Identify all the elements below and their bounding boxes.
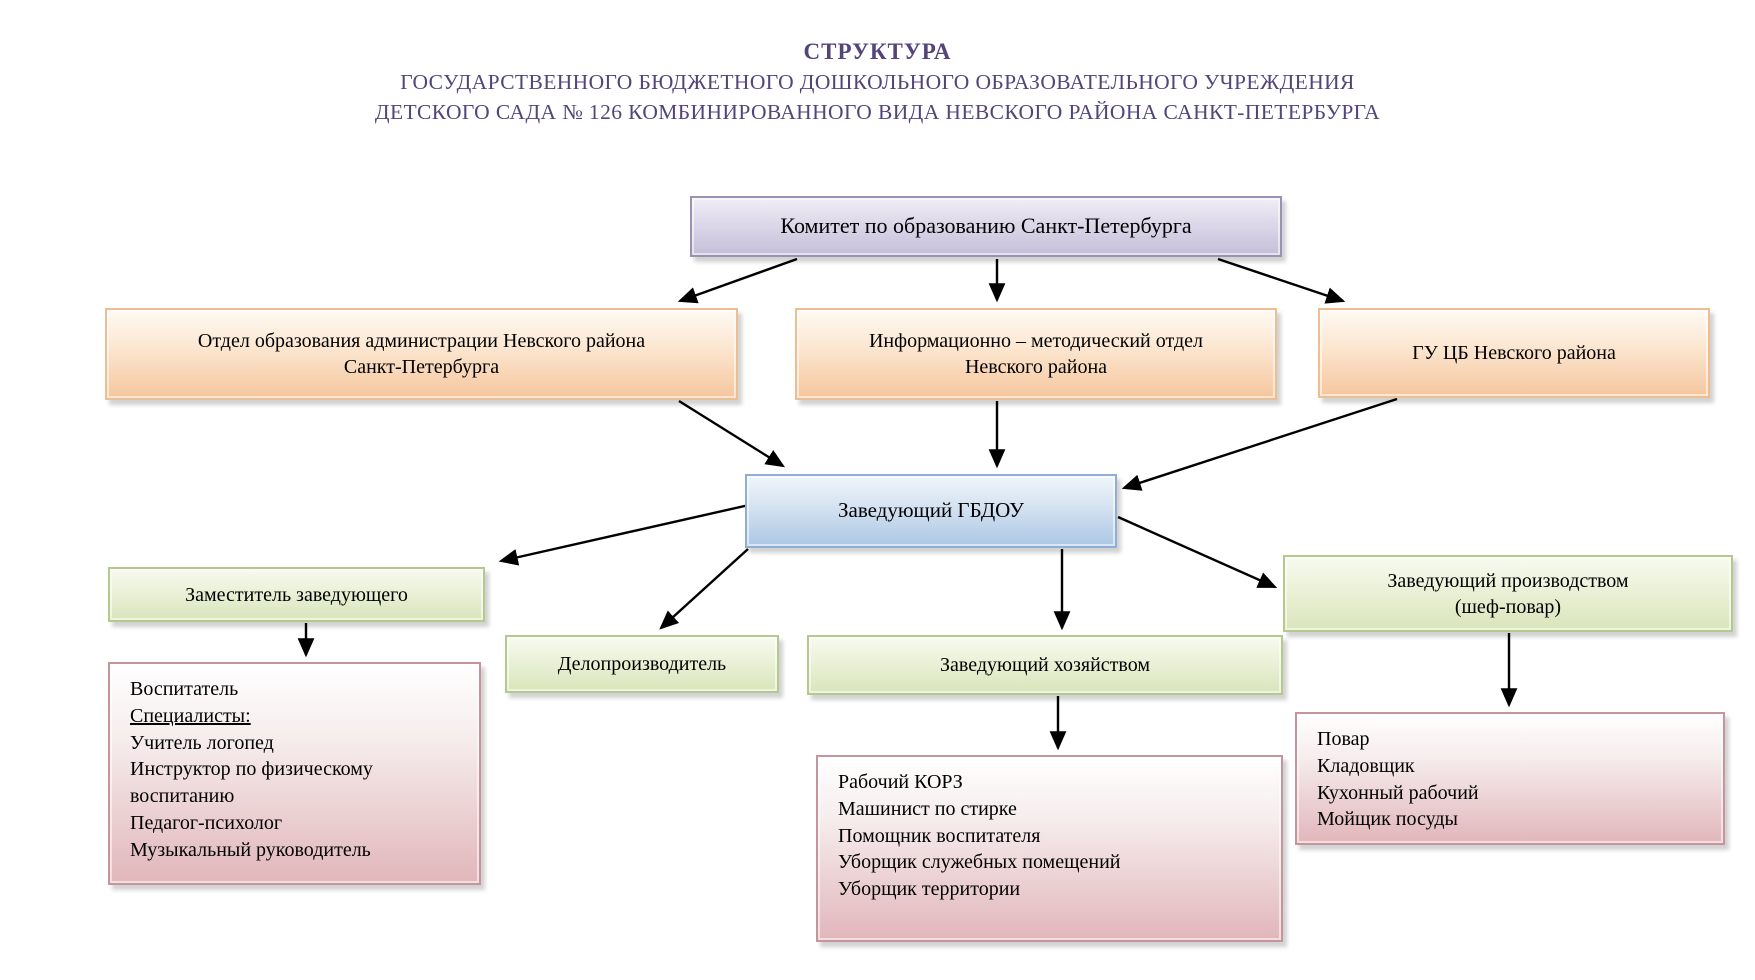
node-education-committee: Комитет по образованию Санкт-Петербурга bbox=[690, 196, 1282, 257]
node-methodical-department: Информационно – методический отдел Невск… bbox=[795, 308, 1277, 400]
node-label: Комитет по образованию Санкт-Петербурга bbox=[780, 213, 1192, 239]
node-label-line1: Информационно – методический отдел bbox=[868, 330, 1203, 352]
list-item: Музыкальный руководитель bbox=[130, 838, 371, 861]
list-item: Машинист по стирке bbox=[838, 797, 1017, 820]
node-label: Делопроизводитель bbox=[557, 653, 727, 675]
node-label: Заместитель заведующего bbox=[185, 583, 408, 606]
list-item: Повар bbox=[1317, 728, 1370, 750]
list-item: Мойщик посуды bbox=[1317, 808, 1458, 831]
node-pedagogical-staff-list: Воспитатель Специалисты: Учитель логопед… bbox=[108, 662, 481, 885]
list-item: Воспитатель bbox=[130, 678, 239, 700]
page-title: СТРУКТУРА ГОСУДАРСТВЕННОГО БЮДЖЕТНОГО ДО… bbox=[0, 38, 1755, 128]
node-label: ГУ ЦБ Невского района bbox=[1412, 342, 1616, 364]
list-item: Педагог-психолог bbox=[130, 811, 283, 834]
list-item: Инструктор по физическому воспитанию bbox=[130, 758, 373, 808]
node-head-of-gbdou: Заведующий ГБДОУ bbox=[745, 474, 1117, 548]
title-line-1: СТРУКТУРА bbox=[803, 39, 952, 64]
title-line-2: ГОСУДАРСТВЕННОГО БЮДЖЕТНОГО ДОШКОЛЬНОГО … bbox=[400, 69, 1355, 94]
node-gu-cb: ГУ ЦБ Невского района bbox=[1318, 308, 1710, 398]
list-item: Рабочий КОРЗ bbox=[838, 771, 963, 793]
node-label-line1: Отдел образования администрации Невского… bbox=[197, 330, 646, 352]
node-production-manager: Заведующий производством (шеф-повар) bbox=[1283, 555, 1733, 632]
node-kitchen-staff-list: Повар Кладовщик Кухонный рабочий Мойщик … bbox=[1295, 712, 1725, 845]
list-item: Кухонный рабочий bbox=[1317, 781, 1479, 804]
list-item: Уборщик служебных помещений bbox=[838, 851, 1121, 874]
node-household-staff-list: Рабочий КОРЗ Машинист по стирке Помощник… bbox=[816, 755, 1283, 942]
list-item-specialists-heading: Специалисты: bbox=[130, 704, 251, 727]
list-item: Помощник воспитателя bbox=[838, 824, 1041, 847]
node-household-manager: Заведующий хозяйством bbox=[807, 635, 1283, 695]
node-label-line2: Невского района bbox=[964, 356, 1108, 378]
node-label: Заведующий хозяйством bbox=[940, 654, 1150, 676]
node-deputy-head: Заместитель заведующего bbox=[108, 567, 485, 622]
node-label: Заведующий ГБДОУ bbox=[837, 498, 1025, 523]
node-label-line2: Санкт-Петербурга bbox=[343, 356, 500, 378]
title-line-3: ДЕТСКОГО САДА № 126 КОМБИНИРОВАННОГО ВИД… bbox=[374, 100, 1381, 125]
node-label-line2: (шеф-повар) bbox=[1454, 595, 1562, 618]
list-item: Уборщик территории bbox=[838, 878, 1021, 901]
list-item: Кладовщик bbox=[1317, 754, 1415, 777]
node-clerk: Делопроизводитель bbox=[505, 635, 779, 693]
node-education-department: Отдел образования администрации Невского… bbox=[105, 308, 738, 400]
node-label-line1: Заведующий производством bbox=[1387, 569, 1629, 592]
list-item: Учитель логопед bbox=[130, 731, 274, 754]
